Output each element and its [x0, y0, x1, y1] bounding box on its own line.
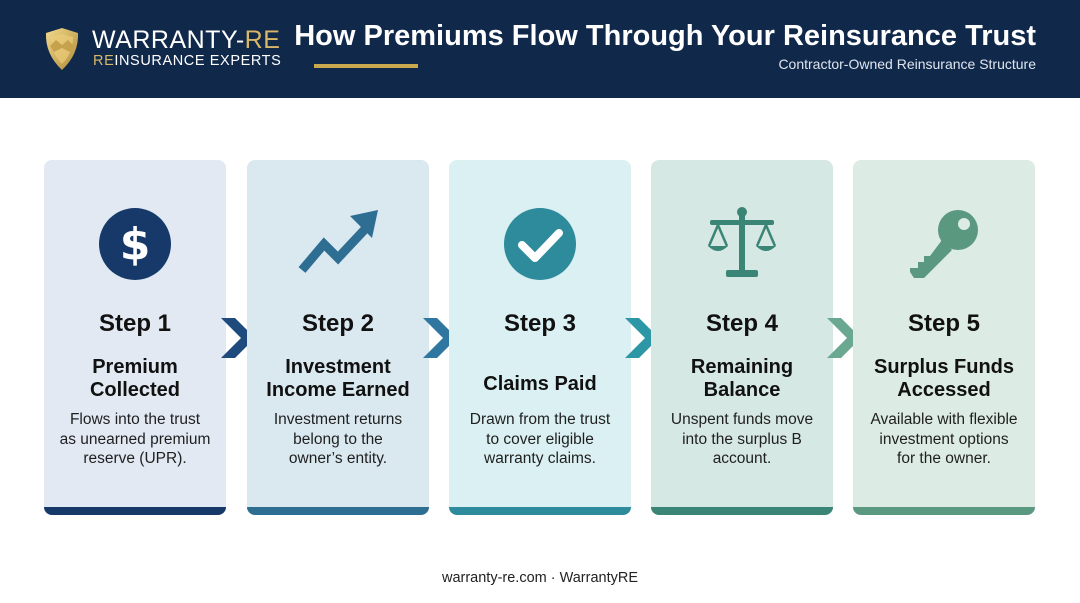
- trending-up-icon: [298, 210, 378, 273]
- step-heading-line: Collected: [89, 379, 181, 401]
- step-heading-line: Balance: [703, 379, 781, 401]
- step-accent-bar: [247, 507, 429, 515]
- step-accent-bar: [651, 507, 833, 515]
- step-heading-line: Accessed: [897, 379, 991, 401]
- step-accent-bar: [853, 507, 1035, 515]
- step-card-4: Step 4 Remaining Balance Unspent funds m…: [651, 160, 833, 515]
- key-icon: [910, 210, 978, 278]
- step-number: Step 4: [705, 310, 779, 337]
- step-number: Step 2: [301, 310, 375, 337]
- step-heading-line: Investment: [285, 356, 391, 378]
- scales-icon: [707, 207, 777, 277]
- step-heading-line: Income Earned: [266, 379, 410, 401]
- shield-logo-icon: [45, 28, 79, 70]
- title-underline: [314, 64, 418, 68]
- step-accent-bar: [44, 507, 226, 515]
- step-heading-line: Premium: [92, 356, 178, 378]
- step-number: Step 5: [907, 310, 981, 337]
- page-title: How Premiums Flow Through Your Reinsuran…: [294, 20, 1036, 52]
- step-number: Step 3: [503, 310, 577, 337]
- step-heading-line: Remaining: [690, 356, 794, 378]
- brand-name: WARRANTY-RE: [92, 26, 281, 54]
- step-card-5: Step 5 Surplus Funds Accessed Available …: [853, 160, 1035, 515]
- footer-text[interactable]: warranty-re.com · WarrantyRE: [441, 570, 639, 586]
- step-card-1: $ Step 1 Premium Collected Flows into th…: [44, 160, 226, 515]
- svg-text:$: $: [120, 219, 151, 270]
- brand-logo[interactable]: WARRANTY-RE REINSURANCE EXPERTS: [40, 24, 282, 74]
- brand-tagline: REINSURANCE EXPERTS: [93, 53, 282, 69]
- step-number: Step 1: [98, 310, 172, 337]
- step-heading-line: Claims Paid: [483, 373, 597, 395]
- dollar-icon: $: [99, 208, 171, 280]
- step-accent-bar: [449, 507, 631, 515]
- step-card-2: Step 2 Investment Income Earned Investme…: [247, 160, 429, 515]
- step-heading-line: Surplus Funds: [874, 356, 1014, 378]
- header-banner: WARRANTY-RE REINSURANCE EXPERTS How Prem…: [0, 0, 1080, 98]
- page-subtitle: Contractor-Owned Reinsurance Structure: [778, 56, 1036, 72]
- check-circle-icon: [504, 208, 576, 280]
